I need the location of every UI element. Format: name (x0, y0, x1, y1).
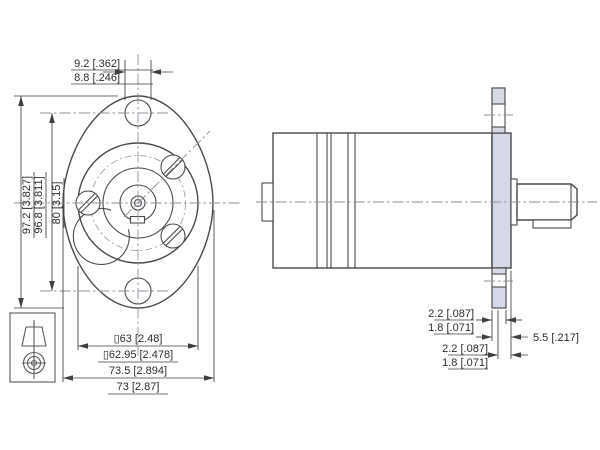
keyway-slot (129, 215, 146, 224)
dim-pilot-diameter: ▯63 [2.48] ▯62.95 [2.478] (77, 266, 199, 363)
dim-slot-width: 9.2 [.362] 8.8 [.246] (71, 58, 173, 100)
dim-bolt-spacing-value: 80 [3.15] (51, 182, 63, 225)
screw-upper-right (160, 154, 186, 180)
flange-ear-top (484, 87, 513, 134)
dim-ear-bottom-max: 2.2 [.087] (442, 343, 488, 355)
body-section-lines (316, 133, 356, 268)
dim-ear-top-max: 2.2 [.087] (428, 308, 474, 320)
dim-flange-width-max: 73.5 [2.894] (109, 365, 167, 377)
centerline-diagonal (123, 130, 211, 218)
screw-lower-right (160, 223, 186, 249)
dim-flange-height: 97.2 [3.827] 96.8 [3.811] (14, 95, 118, 309)
flange-plate (491, 132, 512, 269)
cone-front-view-icon (21, 326, 47, 347)
dim-flange-height-max: 97.2 [3.827] (21, 176, 33, 234)
symbol-box (9, 312, 56, 383)
flange-ear-bottom (484, 267, 513, 309)
front-view (14, 54, 240, 356)
front-view-dimensions: 9.2 [.362] 8.8 [.246] 97.2 [3.827] 96.8 … (14, 58, 215, 395)
dim-flange-thickness: 5.5 [.217] (476, 332, 579, 344)
dim-ear-top-min: 1.8 [.071] (428, 322, 474, 334)
first-angle-projection-symbol (9, 312, 56, 383)
side-view (256, 87, 597, 309)
dim-slot-width-max: 9.2 [.362] (74, 58, 120, 70)
motor-body (272, 132, 493, 269)
dim-ear-top: 2.2 [.087] 1.8 [.071] (428, 308, 522, 335)
dim-ear-bottom: 2.2 [.087] 1.8 [.071] (442, 343, 528, 370)
dim-flange-width: 73.5 [2.894] 73 [2.87] (62, 210, 215, 395)
dim-slot-width-min: 8.8 [.246] (74, 72, 120, 84)
dim-flange-height-min: 96.8 [3.811] (33, 176, 45, 233)
dim-ear-bottom-min: 1.8 [.071] (442, 357, 488, 369)
shaft-key (532, 219, 572, 229)
dim-pilot-dia-max: ▯63 [2.48] (114, 333, 163, 345)
dim-bolt-spacing: 80 [3.15] (49, 113, 65, 291)
dim-flange-width-min: 73 [2.87] (117, 381, 160, 393)
dim-pilot-dia-min: ▯62.95 [2.478] (103, 349, 173, 361)
cone-end-view-icon (22, 351, 46, 375)
dim-flange-thickness-value: 5.5 [.217] (533, 332, 579, 344)
side-view-dimensions: 2.2 [.087] 1.8 [.071] 5.5 [.217] 2.2 [.0… (428, 271, 579, 370)
